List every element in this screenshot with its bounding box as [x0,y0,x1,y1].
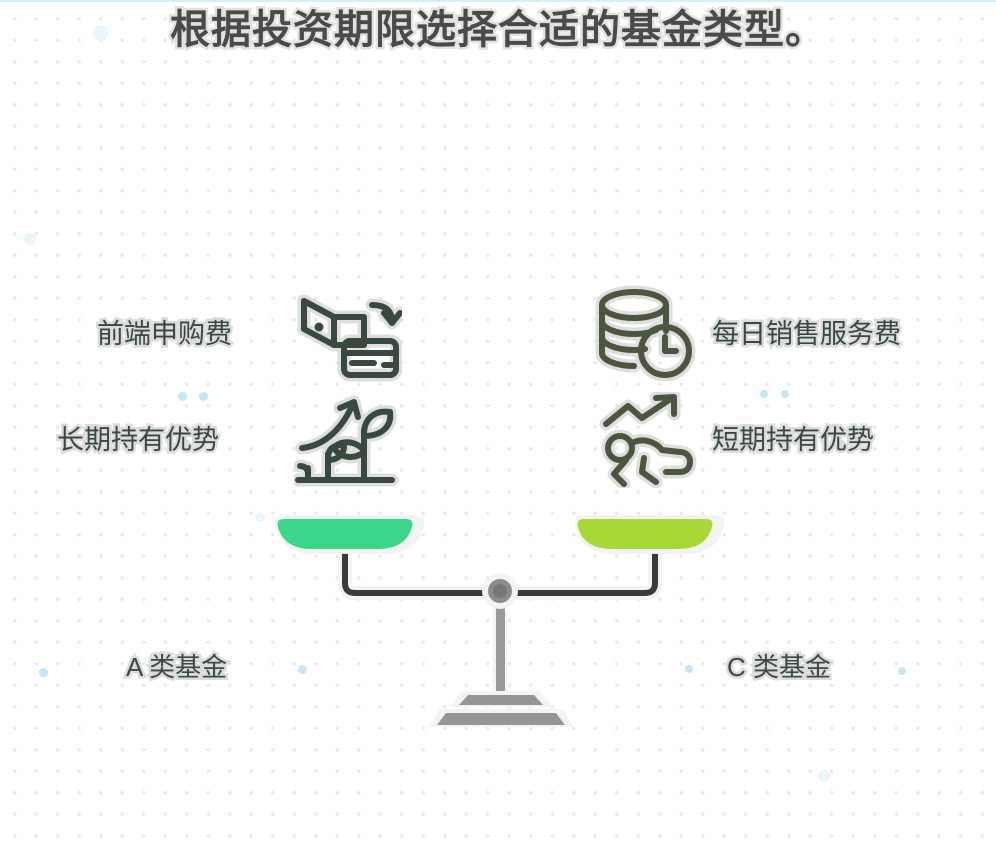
accent-blob [93,25,109,41]
accent-blob [818,770,830,782]
label-daily-sales-service-fee: 每日销售服务费 [710,317,904,352]
accent-dot [199,392,208,401]
accent-dot [178,392,187,401]
scale-pivot [482,573,518,609]
pan-label-class-a: A 类基金 [123,650,229,685]
scale-pan-left [274,515,425,554]
plant-growth-icon [291,392,399,495]
accent-dot [298,665,307,674]
scale-base [428,691,574,727]
accent-dot [898,667,906,675]
wallet-card-icon [292,283,407,388]
scale-pan-right [574,515,725,554]
accent-dot [760,390,768,398]
accent-blob [255,512,265,522]
accent-dot [781,390,789,398]
label-long-term-holding-advantage: 长期持有优势 [55,423,222,458]
pan-label-class-c: C 类基金 [724,650,833,685]
top-edge-rule [0,0,996,2]
accent-dot [685,665,693,673]
runner-trend-icon [598,390,698,493]
page-title: 根据投资期限选择合适的基金类型。 [168,6,828,55]
label-short-term-holding-advantage: 短期持有优势 [710,423,877,458]
coins-clock-icon [594,283,696,386]
accent-blob [24,233,36,245]
label-front-end-subscription-fee: 前端申购费 [95,317,235,352]
balance-scale [270,505,730,750]
accent-dot [39,668,48,677]
